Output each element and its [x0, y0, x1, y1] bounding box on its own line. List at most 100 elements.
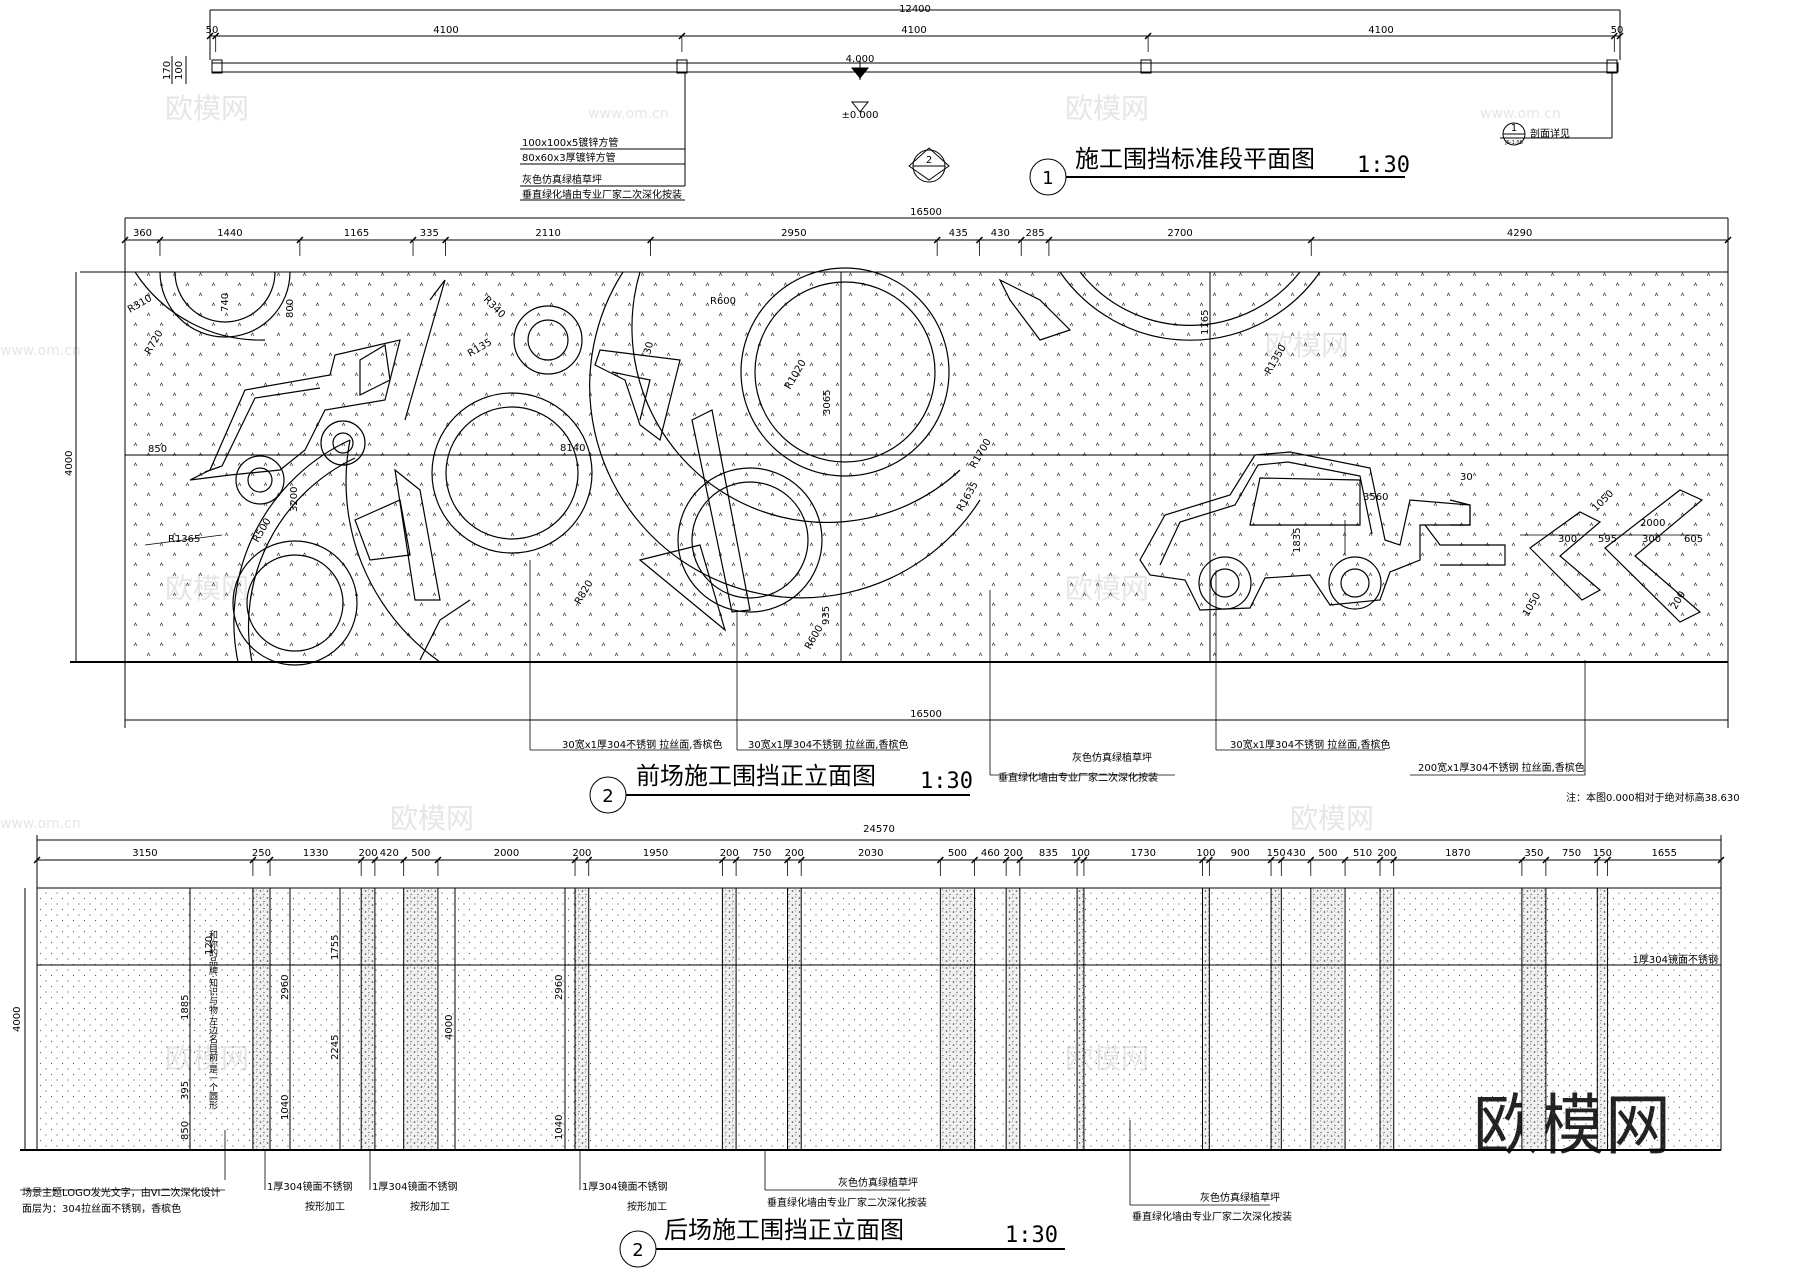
- back-label-7: 2245: [330, 1035, 341, 1060]
- front-seg-label-8: 285: [1026, 228, 1045, 239]
- front-wall-texture: [125, 272, 1728, 662]
- back-label-4: 2960: [280, 975, 291, 1000]
- front-label-16: 3200: [289, 487, 300, 512]
- front-seg-label-2: 1165: [344, 228, 369, 239]
- section-tag-label: 剖面详见: [1530, 127, 1570, 140]
- back-note-10: 灰色仿真绿植草坪: [1200, 1191, 1280, 1204]
- front-label-7: R600: [710, 296, 736, 307]
- back-note-4: 1厚304镜面不锈钢: [372, 1180, 457, 1193]
- back-note-12: 1厚304镜面不锈钢: [1633, 953, 1718, 966]
- front-label-24: 30: [1460, 472, 1473, 483]
- back-seg-label-8: 1950: [643, 848, 668, 859]
- back-strip-21: [1270, 887, 1282, 1151]
- back-label-9: 2960: [554, 975, 565, 1000]
- front-scale: 1:30: [920, 769, 973, 794]
- front-label-6: 30: [642, 341, 656, 356]
- back-label-0: 120: [204, 936, 215, 955]
- plan-seg-4: 50: [1611, 25, 1624, 36]
- back-seg-label-25: 200: [1377, 848, 1396, 859]
- plan-seg-2: 4100: [901, 25, 926, 36]
- back-seg-label-17: 100: [1071, 848, 1090, 859]
- back-seg-label-22: 430: [1287, 848, 1306, 859]
- back-seg-label-11: 200: [785, 848, 804, 859]
- back-strip-29: [1596, 887, 1609, 1151]
- back-label-2: 395: [180, 1081, 191, 1100]
- back-seg-label-24: 510: [1353, 848, 1372, 859]
- front-note-4: 30宽x1厚304不锈钢 拉丝面,香槟色: [1230, 738, 1390, 751]
- back-strip-1: [252, 887, 271, 1151]
- front-seg-label-6: 435: [949, 228, 968, 239]
- plan-title: 施工围挡标准段平面图: [1075, 145, 1315, 173]
- back-strip-19: [1202, 887, 1210, 1151]
- front-label-29: 300: [1642, 534, 1661, 545]
- back-note-8: 灰色仿真绿植草坪: [838, 1176, 918, 1189]
- front-note-2: 灰色仿真绿植草坪: [1072, 751, 1152, 764]
- watermark-brand: 欧模网: [390, 802, 474, 835]
- back-seg-label-27: 350: [1524, 848, 1543, 859]
- back-scale: 1:30: [1005, 1223, 1058, 1248]
- back-logo-text: 和你的品牌·知识与物·左边名目前·是一个圆形: [207, 930, 218, 1111]
- front-label-10: 1165: [1200, 310, 1211, 335]
- front-title-num: 2: [602, 786, 613, 807]
- watermark-url: www.om.cn: [588, 106, 669, 122]
- plan-left-dim-0: 170: [162, 61, 173, 80]
- plan-note-2: 灰色仿真绿植草坪: [522, 173, 602, 186]
- back-strip-13: [939, 887, 976, 1151]
- plan-texts: 12400 50 4100 4100 4100 50 4.000 ±0.000 …: [162, 4, 1623, 201]
- back-label-10: 1040: [554, 1115, 565, 1140]
- plan-note-3: 垂直绿化墙由专业厂家二次深化按装: [522, 188, 682, 201]
- front-label-21: 935: [821, 606, 832, 625]
- back-seg-label-30: 1655: [1652, 848, 1677, 859]
- plan-seg-0: 50: [206, 25, 219, 36]
- back-strip-7: [574, 887, 590, 1151]
- back-seg-label-26: 1870: [1445, 848, 1470, 859]
- front-label-22: 3560: [1363, 492, 1388, 503]
- front-seg-label-5: 2950: [781, 228, 806, 239]
- front-label-2: 800: [285, 299, 296, 318]
- watermark-brand: 欧模网: [1065, 92, 1149, 125]
- front-label-1: 740: [220, 293, 231, 312]
- back-seg-label-29: 150: [1593, 848, 1612, 859]
- front-seg-label-4: 2110: [535, 228, 560, 239]
- plan-level-top: 4.000: [846, 54, 875, 65]
- back-seg-label-0: 3150: [132, 848, 157, 859]
- front-note-1: 30宽x1厚304不锈钢 拉丝面,香槟色: [748, 738, 908, 751]
- back-seg-label-3: 200: [358, 848, 377, 859]
- back-seg-label-20: 900: [1231, 848, 1250, 859]
- back-note-3: 按形加工: [305, 1200, 345, 1213]
- back-note-2: 1厚304镜面不锈钢: [267, 1180, 352, 1193]
- front-total-bottom: 16500: [910, 709, 942, 720]
- section-tag-num: 1: [1511, 123, 1517, 134]
- front-height: 4000: [64, 451, 75, 476]
- front-label-18: R1365: [168, 534, 200, 545]
- back-note-11: 垂直绿化墙由专业厂家二次深化按装: [1132, 1210, 1292, 1223]
- back-seg-label-13: 500: [948, 848, 967, 859]
- watermark-brand: 欧模网: [1290, 802, 1374, 835]
- back-seg-tick: [33, 856, 41, 864]
- plan-seg-3: 4100: [1368, 25, 1393, 36]
- back-seg-label-19: 100: [1196, 848, 1215, 859]
- back-elevation: [20, 835, 1725, 1268]
- back-seg-label-2: 1330: [303, 848, 328, 859]
- front-elevation: [70, 217, 1732, 814]
- back-strip-5: [403, 887, 439, 1151]
- front-title: 前场施工围挡正立面图: [636, 762, 876, 790]
- front-seg-tick: [121, 236, 129, 244]
- back-label-6: 1755: [330, 935, 341, 960]
- watermark-brand: 欧模网: [165, 92, 249, 125]
- back-seg-label-6: 2000: [494, 848, 519, 859]
- back-seg-label-10: 750: [752, 848, 771, 859]
- back-seg-label-14: 460: [981, 848, 1000, 859]
- back-strip-17: [1076, 887, 1085, 1151]
- back-strip-15: [1005, 887, 1021, 1151]
- watermark-url: www.om.cn: [0, 343, 81, 359]
- front-label-30: 605: [1684, 534, 1703, 545]
- front-total-top: 16500: [910, 207, 942, 218]
- back-seg-label-16: 835: [1039, 848, 1058, 859]
- back-note-5: 按形加工: [410, 1200, 450, 1213]
- plan-left-dim-1: 100: [174, 61, 185, 80]
- front-seg-label-1: 1440: [217, 228, 242, 239]
- front-label-12: 850: [148, 444, 167, 455]
